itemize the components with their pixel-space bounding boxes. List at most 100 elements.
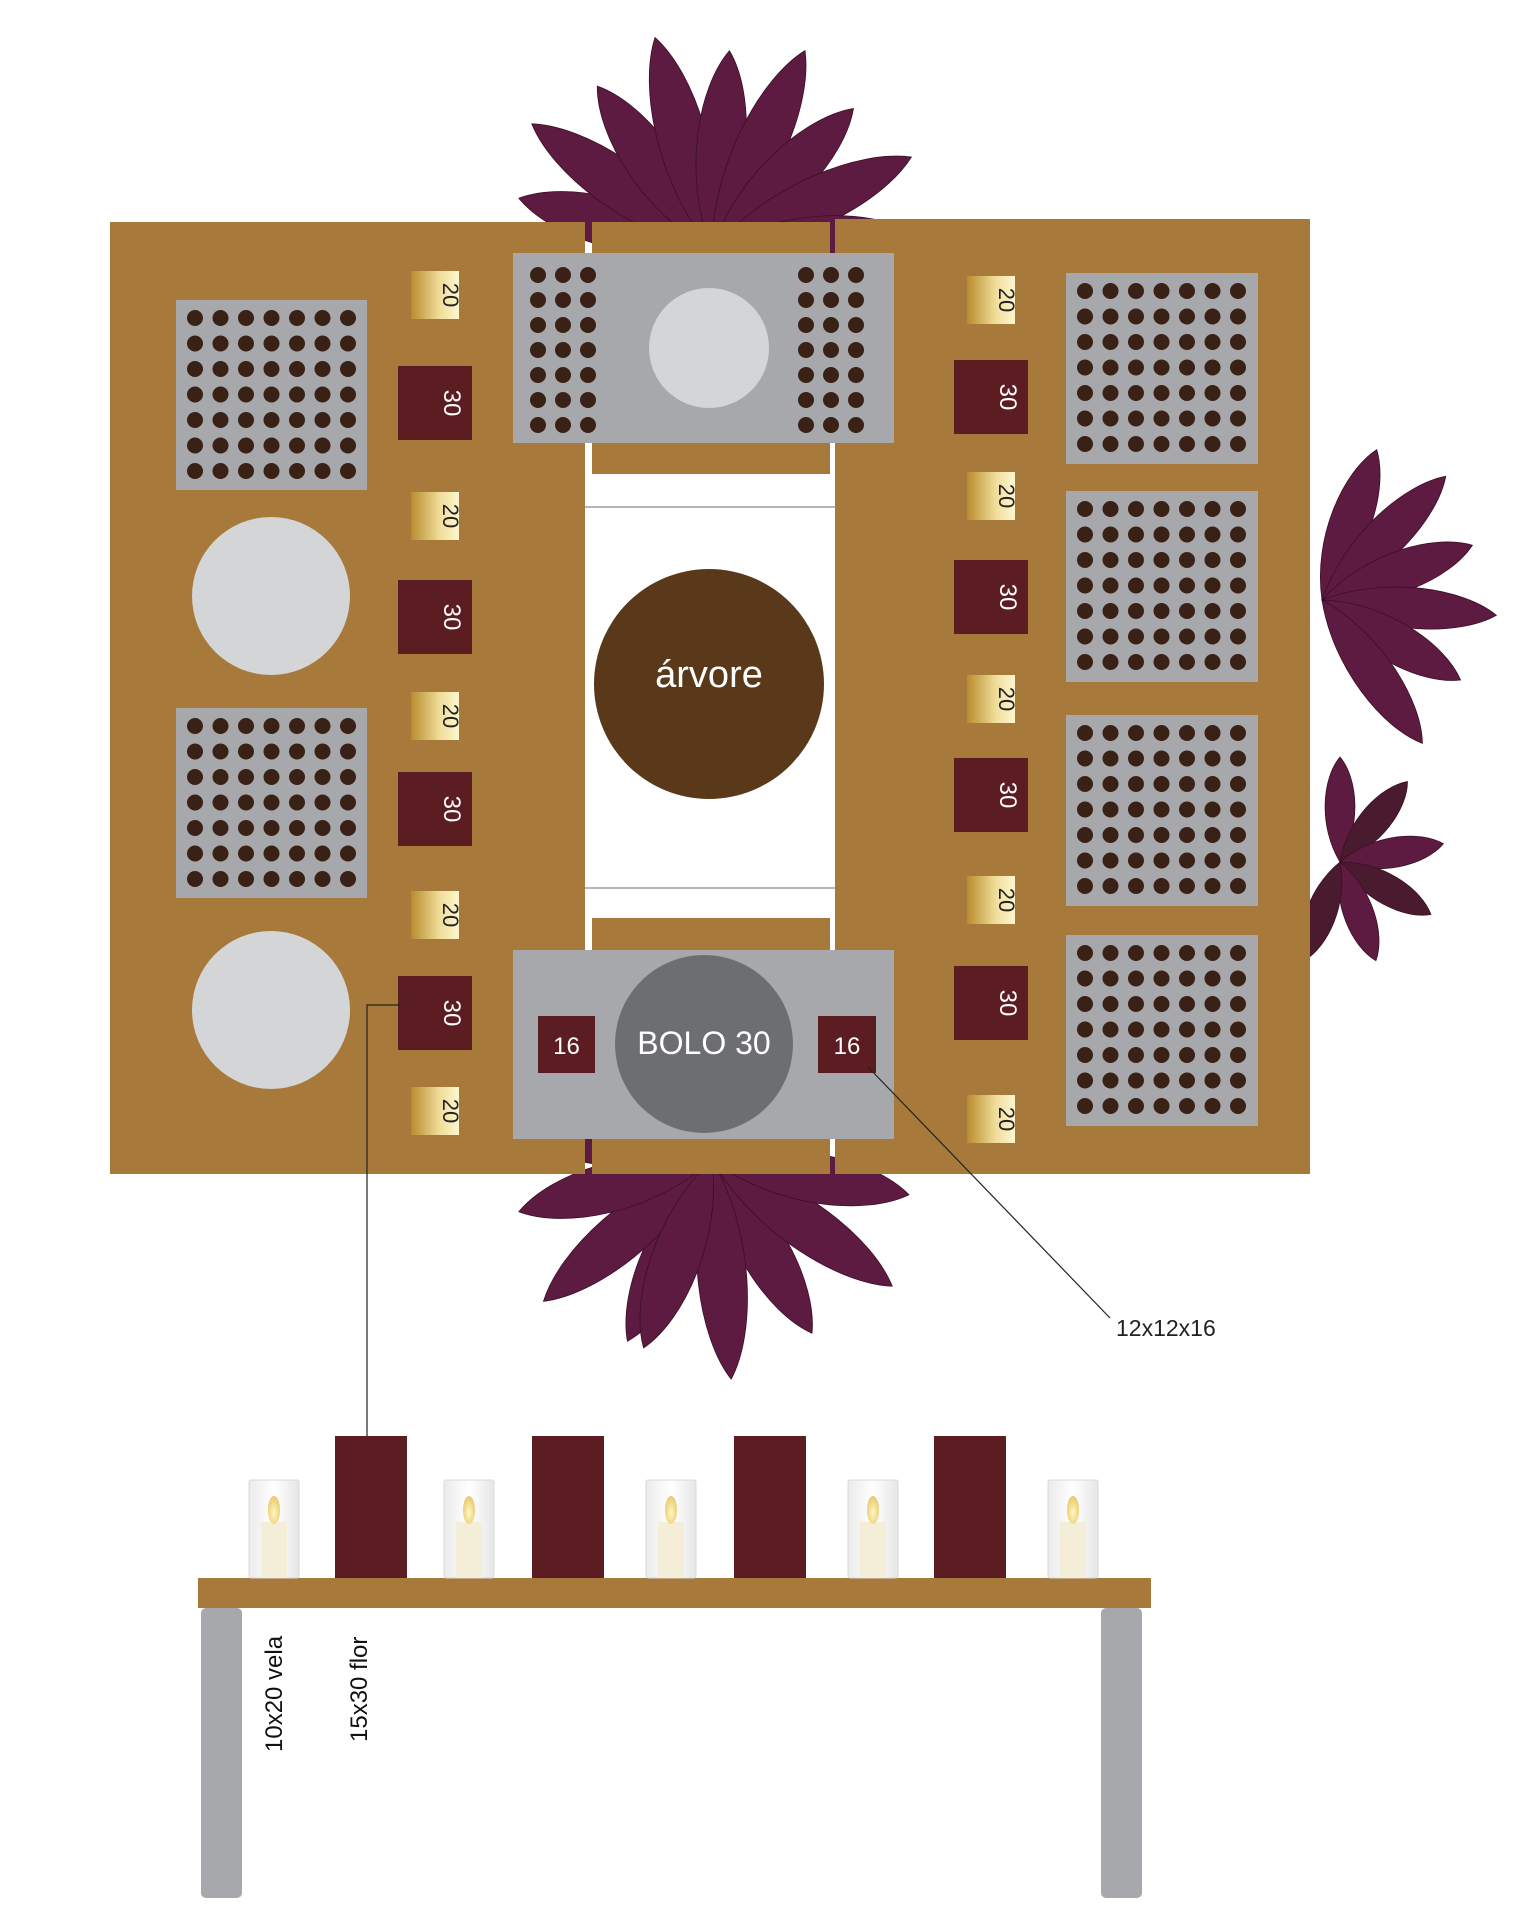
dessert-dot [1128, 283, 1144, 299]
dessert-dot [1128, 436, 1144, 452]
dessert-grid [1077, 725, 1246, 894]
dessert-dot [1230, 385, 1246, 401]
dessert-dot [1077, 1072, 1093, 1089]
dessert-dot [1204, 725, 1221, 741]
wine-box-30 [398, 580, 472, 654]
dessert-dot [1128, 776, 1144, 792]
dessert-dot [530, 367, 546, 383]
dessert-dot [212, 412, 229, 428]
dessert-dot [848, 367, 864, 383]
dessert-dot [530, 317, 546, 333]
dessert-dot [187, 871, 203, 887]
dessert-dot [289, 361, 305, 377]
dessert-dot [340, 769, 356, 785]
dessert-dot [289, 335, 305, 352]
wine-box-30-label: 30 [994, 782, 1021, 809]
dessert-dot [1230, 827, 1246, 843]
dessert-dot [263, 386, 280, 403]
dessert-dot [1077, 654, 1093, 670]
dessert-dot [1179, 776, 1195, 792]
dessert-dot [1230, 628, 1246, 645]
dessert-dot [1204, 750, 1221, 767]
dessert-dot [1204, 776, 1221, 792]
dessert-dot [1128, 970, 1144, 987]
dessert-dot [289, 310, 305, 326]
dessert-dot [1230, 501, 1246, 517]
dessert-dot [1153, 750, 1170, 767]
leaf-cluster-icon [1300, 756, 1445, 962]
dessert-dot [1153, 552, 1170, 568]
dessert-dot [1102, 725, 1119, 741]
dessert-dot [263, 361, 280, 377]
dessert-dot [1179, 359, 1195, 376]
small-box-left-label: 16 [553, 1033, 580, 1060]
dessert-dot [289, 463, 305, 479]
dessert-dot [1102, 1021, 1119, 1038]
dessert-dot [238, 718, 254, 734]
dessert-dot [1179, 945, 1195, 961]
dessert-dot [1179, 577, 1195, 594]
dessert-dot [212, 794, 229, 811]
dessert-dot [1102, 359, 1119, 376]
dessert-dot [580, 292, 596, 308]
dessert-dot [1102, 750, 1119, 767]
dessert-dot [263, 794, 280, 811]
dessert-dot [1230, 1072, 1246, 1089]
dessert-dot [580, 267, 596, 283]
dessert-dot [1102, 308, 1119, 325]
dessert-dot [1153, 945, 1170, 961]
dessert-dot [1153, 577, 1170, 594]
dessert-dot [798, 342, 814, 358]
dessert-dot [1204, 283, 1221, 299]
dessert-dot [263, 310, 280, 326]
dessert-dot [1128, 501, 1144, 517]
dessert-dot [212, 361, 229, 377]
dessert-dot [314, 463, 331, 479]
dessert-dot [1204, 1047, 1221, 1063]
dessert-dot [1204, 1098, 1221, 1114]
dessert-dot [314, 310, 331, 326]
dessert-dot [1230, 1098, 1246, 1114]
dessert-dot [555, 267, 571, 283]
dessert-dot [580, 417, 596, 433]
gold-box-20-label: 20 [994, 888, 1019, 912]
gold-box-20-label: 20 [994, 484, 1019, 508]
dessert-dot [1102, 577, 1119, 594]
dessert-dot [187, 463, 203, 479]
gold-box-20 [411, 271, 459, 319]
dessert-dot [1102, 801, 1119, 818]
dessert-dot [798, 317, 814, 333]
dessert-dot [212, 335, 229, 352]
dessert-dot [314, 743, 331, 760]
dessert-dot [1179, 654, 1195, 670]
dessert-dot [1153, 827, 1170, 843]
candle-body [1060, 1522, 1086, 1578]
dessert-dot [1179, 501, 1195, 517]
wine-box-30-label: 30 [994, 384, 1021, 411]
dessert-dot [1077, 776, 1093, 792]
dessert-dot [823, 267, 839, 283]
dessert-dot [289, 743, 305, 760]
dessert-dot [1179, 308, 1195, 325]
dessert-dot [1102, 827, 1119, 843]
wine-box-30-label: 30 [438, 1000, 465, 1027]
dessert-dot [1102, 970, 1119, 987]
wine-box-30 [398, 366, 472, 440]
dessert-dot [1204, 1021, 1221, 1038]
dessert-dot [289, 437, 305, 454]
dessert-dot [1128, 827, 1144, 843]
dessert-dot [263, 871, 280, 887]
dessert-dot [212, 718, 229, 734]
dessert-dot [823, 292, 839, 308]
dessert-dot [340, 718, 356, 734]
dessert-dot [1153, 776, 1170, 792]
dessert-dot [1179, 1098, 1195, 1114]
dessert-dot [1102, 603, 1119, 619]
dessert-dot [187, 310, 203, 326]
dessert-dot [1077, 603, 1093, 619]
gold-box-20 [967, 675, 1015, 723]
dessert-dot [1230, 1047, 1246, 1063]
dessert-dot [1230, 750, 1246, 767]
dessert-dot [187, 743, 203, 760]
dessert-grid [1077, 501, 1246, 670]
